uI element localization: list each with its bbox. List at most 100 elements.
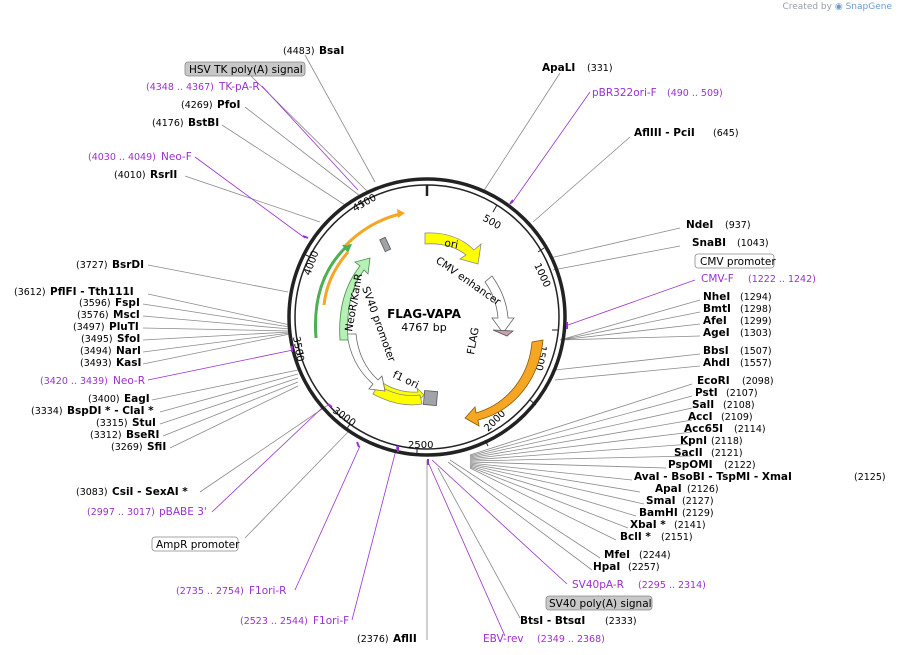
site-bbsi: BbsI xyxy=(703,345,729,357)
site-nhei-pos: (1294) xyxy=(740,292,772,303)
hsv-polya-label: HSV TK poly(A) signal xyxy=(189,64,303,76)
site-bstbi-pos: (4176) xyxy=(152,118,184,129)
site-bspdi: BspDI * - ClaI * xyxy=(67,405,154,417)
site-pluti-pos: (3497) xyxy=(73,322,105,333)
site-sfii-pos: (3269) xyxy=(111,442,143,453)
ampr-promoter-label: AmpR promoter xyxy=(156,539,240,551)
primer-tkpar: TK-pA-R xyxy=(218,81,260,93)
site-bspdi-pos: (3334) xyxy=(31,406,63,417)
site-aflii: AflII xyxy=(393,633,417,645)
site-bcli-pos: (2151) xyxy=(661,532,693,543)
feature-arrows xyxy=(314,209,544,427)
site-stui: StuI xyxy=(132,417,156,429)
primer-f1orif-pos: (2523 .. 2544) xyxy=(240,616,308,627)
site-sali: SalI xyxy=(692,399,714,411)
site-pflfi-pos: (3612) xyxy=(14,287,46,298)
site-bsai-pos: (4483) xyxy=(283,46,315,57)
label-ori: ori xyxy=(443,237,459,251)
site-sacii: SacII xyxy=(674,447,703,459)
primer-lines xyxy=(147,85,696,637)
site-aflii-pos: (2376) xyxy=(357,634,389,645)
tick-marks xyxy=(296,185,559,455)
site-hpai: HpaI xyxy=(593,561,620,573)
label-sv40-promoter: SV40 promoter xyxy=(359,285,398,364)
site-mfei: MfeI xyxy=(604,549,630,561)
site-acc65i-pos: (2114) xyxy=(734,424,766,435)
site-eagi-pos: (3400) xyxy=(88,394,120,405)
site-bcli: BclI * xyxy=(620,531,651,543)
site-msci-pos: (3576) xyxy=(77,310,109,321)
site-sfii: SfiI xyxy=(147,441,166,453)
site-afei: AfeI xyxy=(703,315,727,327)
primer-tkpar-pos: (4348 .. 4367) xyxy=(146,82,214,93)
site-sfoi-pos: (3495) xyxy=(81,334,113,345)
ori-arrow xyxy=(424,232,482,265)
site-smai: SmaI xyxy=(646,495,676,507)
site-rsrii-pos: (4010) xyxy=(114,170,146,181)
site-afliii-pcii: AflIII - PciI xyxy=(634,127,695,139)
site-sali-pos: (2108) xyxy=(723,400,755,411)
neo-arrow xyxy=(339,257,371,341)
site-bseri-pos: (3312) xyxy=(90,430,122,441)
site-bsrdi: BsrDI xyxy=(112,259,144,271)
plasmid-size: 4767 bp xyxy=(401,321,446,334)
site-ndei: NdeI xyxy=(686,219,713,231)
label-f1-ori: f1 ori xyxy=(391,369,421,391)
primer-neor-pos: (3420 .. 3439) xyxy=(40,376,108,387)
site-stui-pos: (3315) xyxy=(96,418,128,429)
site-afei-pos: (1299) xyxy=(740,316,772,327)
primer-pbr322ori-f-pos: (490 .. 509) xyxy=(667,88,723,99)
site-afliii-pos: (645) xyxy=(713,128,739,139)
tick-label-2500: 2500 xyxy=(408,440,433,451)
tick-label-500: 500 xyxy=(481,213,503,232)
sites-left: (4483) BsaI (4269) PfoI (4176) BstBI (40… xyxy=(14,45,417,645)
site-pluti: PluTI xyxy=(109,321,139,333)
site-pfoi: PfoI xyxy=(217,99,240,111)
primer-f1orir-pos: (2735 .. 2754) xyxy=(176,586,244,597)
primer-labels: (4348 .. 4367) TK-pA-R pBR322ori-F (490 … xyxy=(40,81,816,645)
primer-sv40par-pos: (2295 .. 2314) xyxy=(638,580,706,591)
site-apali-pos: (331) xyxy=(587,63,613,74)
site-rsrii: RsrII xyxy=(150,169,177,181)
site-pspomi: PspOMI xyxy=(668,459,713,471)
site-acci-pos: (2109) xyxy=(721,412,753,423)
site-msci: MscI xyxy=(113,309,140,321)
site-ahdi: AhdI xyxy=(703,357,730,369)
primer-ebvrev-pos: (2349 .. 2368) xyxy=(537,634,605,645)
site-smai-pos: (2127) xyxy=(682,496,714,507)
site-kpni-pos: (2118) xyxy=(711,436,743,447)
site-kasi-pos: (3493) xyxy=(80,358,112,369)
site-csii: CsiI - SexAI * xyxy=(112,486,188,498)
site-kpni: KpnI xyxy=(680,435,707,447)
site-xbai-pos: (2141) xyxy=(674,520,706,531)
site-bamhi-pos: (2129) xyxy=(682,508,714,519)
site-snabi: SnaBI xyxy=(692,237,726,249)
site-ecori-pos: (2098) xyxy=(742,376,774,387)
site-psti-pos: (2107) xyxy=(726,388,758,399)
site-agei: AgeI xyxy=(703,327,730,339)
plasmid-name: FLAG-VAPA xyxy=(387,307,462,321)
site-bmti-pos: (1298) xyxy=(740,304,772,315)
primer-markers xyxy=(291,199,568,465)
site-psti: PstI xyxy=(695,387,718,399)
primer-neof: Neo-F xyxy=(161,151,192,163)
primer-pbabe-pos: (2997 .. 3017) xyxy=(87,507,155,518)
label-flag: FLAG xyxy=(465,327,482,356)
primer-ebvrev: EBV-rev xyxy=(483,633,524,645)
site-fspi: FspI xyxy=(115,297,140,309)
site-sfoi: SfoI xyxy=(117,333,140,345)
primer-cmvf-pos: (1222 .. 1242) xyxy=(748,274,816,285)
snapgene-credit: Created by ◉ SnapGene xyxy=(782,2,892,12)
site-ndei-pos: (937) xyxy=(725,220,751,231)
site-acc65i: Acc65I xyxy=(684,423,723,435)
site-csii-pos: (3083) xyxy=(76,487,108,498)
site-kasi: KasI xyxy=(116,357,141,369)
boxed-labels: HSV TK poly(A) signal CMV promoter SV40 … xyxy=(151,61,776,611)
site-acci: AccI xyxy=(688,411,712,423)
site-bstbi: BstBI xyxy=(188,117,219,129)
site-avai-group: AvaI - BsoBI - TspMI - XmaI xyxy=(634,471,792,483)
site-nari-pos: (3494) xyxy=(80,346,112,357)
site-mfei-pos: (2244) xyxy=(639,550,671,561)
cmv-enhancer-arrow xyxy=(484,275,515,334)
